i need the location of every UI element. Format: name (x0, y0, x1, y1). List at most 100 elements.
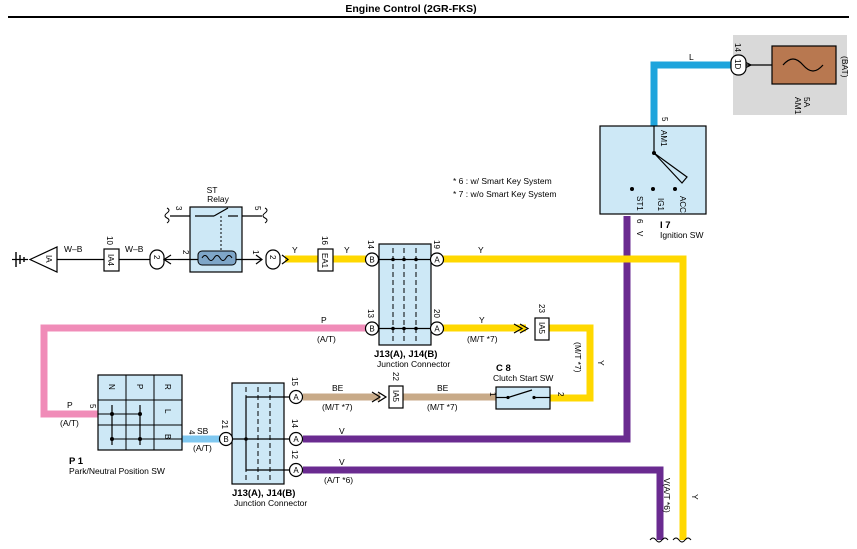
relay-pin-3: 3 (174, 206, 183, 211)
junction-top-b13-letter: B (369, 325, 374, 334)
pn-name: Park/Neutral Position SW (69, 466, 165, 476)
wire-y-label-3: Y (478, 245, 484, 255)
junction-top-label: J13(A), J14(B) (374, 349, 437, 360)
clutch-blade (507, 389, 533, 399)
junction-dot (414, 326, 418, 331)
ignition-contact-st1 (630, 187, 634, 191)
wire-y-junction-to-down (443, 255, 687, 540)
relay-break-left (164, 207, 170, 224)
wire-sb-at-label: (A/T) (193, 443, 212, 453)
junction-dot (402, 257, 406, 262)
junction-dot (391, 326, 395, 331)
junction-bottom-a15-letter: A (293, 393, 299, 402)
junction-top-a20-letter: A (434, 325, 440, 334)
ignition-st1-label: ST1 (635, 196, 644, 211)
battery-connector-label: 1D (733, 59, 742, 69)
fuse-rating-label: 5A (802, 97, 812, 108)
wire-y-label-6: Y (690, 494, 700, 500)
junction-top-pin-b14 (364, 252, 380, 267)
junction-bottom-a12-pin: 12 (290, 450, 299, 459)
wire-y-mt7-label: (M/T *7) (467, 334, 498, 344)
wire-v-at6-label: (A/T *6) (324, 475, 353, 485)
wire-p-label-top: P (321, 315, 327, 325)
pn-pin-4: 4 (187, 430, 196, 435)
ignition-am1-label: AM1 (659, 130, 668, 147)
relay-coil-winding (201, 255, 233, 261)
note-no-smart-key: * 7 : w/o Smart Key System (453, 189, 556, 199)
wire-p-at-label-top: (A/T) (317, 334, 336, 344)
clutch-pin-1: 1 (488, 392, 497, 397)
junction-bottom-sublabel: Junction Connector (234, 498, 307, 508)
wire-be-mt7-right: (M/T *7) (427, 402, 458, 412)
junction-top-a19-letter: A (434, 256, 440, 265)
wire-v-at6 (303, 466, 664, 540)
ia5-mid-arrow-2 (377, 391, 388, 403)
ea1-label: EA1 (320, 253, 329, 269)
relay-break-right (262, 207, 268, 224)
junction-top-pin-b13 (364, 321, 380, 336)
relay-out-arrow (281, 254, 289, 265)
junction-bottom-a12-letter: A (293, 466, 299, 475)
wire-v-label-mid: V (339, 426, 345, 436)
junction-top-b14-pin: 14 (366, 240, 375, 249)
junction-dot (402, 326, 406, 331)
wire-w-b-right-label: W–B (125, 244, 144, 254)
wire-sb-label: SB (197, 426, 209, 436)
junction-top-a20-pin: 20 (432, 309, 441, 318)
junction-bottom-b21-pin: 21 (220, 420, 229, 429)
break-mark-y (672, 537, 692, 543)
junction-top-a19-pin: 19 (432, 240, 441, 249)
junction-top-b14-letter: B (369, 256, 374, 265)
relay-arrow-right (255, 254, 263, 265)
junction-bottom-path-3 (245, 439, 296, 471)
st-relay-name2: Relay (207, 194, 229, 204)
ea1-pin: 16 (320, 236, 329, 245)
relay-connector-right-pin: 2 (268, 255, 277, 260)
junction-bottom-pin-a14 (288, 431, 304, 447)
ignition-contact-ig1 (651, 187, 655, 191)
junction-bottom-a15-pin: 15 (290, 377, 299, 386)
ignition-switch-blade (653, 152, 688, 184)
wire-be-label-right: BE (437, 383, 449, 393)
junction-bottom-pin-a12 (288, 462, 304, 478)
junction-bottom-a14-letter: A (293, 435, 299, 444)
junction-top-sublabel: Junction Connector (377, 359, 450, 369)
ea1-connector (317, 248, 334, 272)
ignition-st1-pin: 6 (635, 219, 644, 224)
wire-y-ia5-to-clutch (549, 324, 594, 402)
wire-be-mt7-left: (M/T *7) (322, 402, 353, 412)
relay-contact-blade (213, 207, 229, 217)
junction-top-pin-a20 (429, 321, 445, 336)
relay-arrow-left (162, 254, 172, 265)
ia5-top-pin: 23 (537, 304, 546, 313)
ia5-top-arrow-1 (513, 323, 524, 334)
pn-position-l: L (163, 409, 172, 414)
ia5-top-arrow-2 (519, 323, 530, 334)
wire-l-bat-to-ignition (650, 61, 731, 126)
ignition-am1-pin: 5 (660, 117, 669, 122)
wire-v-label-top: V (635, 231, 644, 237)
ignition-code: I 7 (660, 220, 671, 231)
st-relay-name: ST (207, 185, 218, 195)
am1-fuse (771, 45, 837, 85)
relay-connector-right (265, 249, 281, 270)
pn-code: P 1 (69, 456, 84, 467)
wire-v-label-bottom: V (339, 457, 345, 467)
ia4-pin: 10 (105, 236, 114, 245)
ia5-mid-connector (388, 385, 404, 409)
ia5-top-connector (534, 317, 550, 341)
wire-y-label-2: Y (344, 245, 350, 255)
pn-pin-5: 5 (88, 404, 97, 409)
diagram-title: Engine Control (2GR-FKS) (345, 3, 476, 15)
wire-v-at6-vertical-label: V(A/T *6) (662, 478, 672, 513)
pn-position-b: B (163, 434, 172, 439)
clutch-code: C 8 (496, 363, 511, 374)
relay-connector-left-pin: 2 (152, 255, 161, 260)
wire-y-mt7-vertical-label: (M/T *7) (573, 342, 583, 373)
fuse-name-label: AM1 (793, 97, 803, 115)
note-smart-key: * 6 : w/ Smart Key System (453, 176, 552, 186)
wire-be-label-left: BE (332, 383, 344, 393)
ia5-mid-pin: 22 (391, 372, 400, 381)
battery-connector-pin: 14 (733, 43, 742, 52)
